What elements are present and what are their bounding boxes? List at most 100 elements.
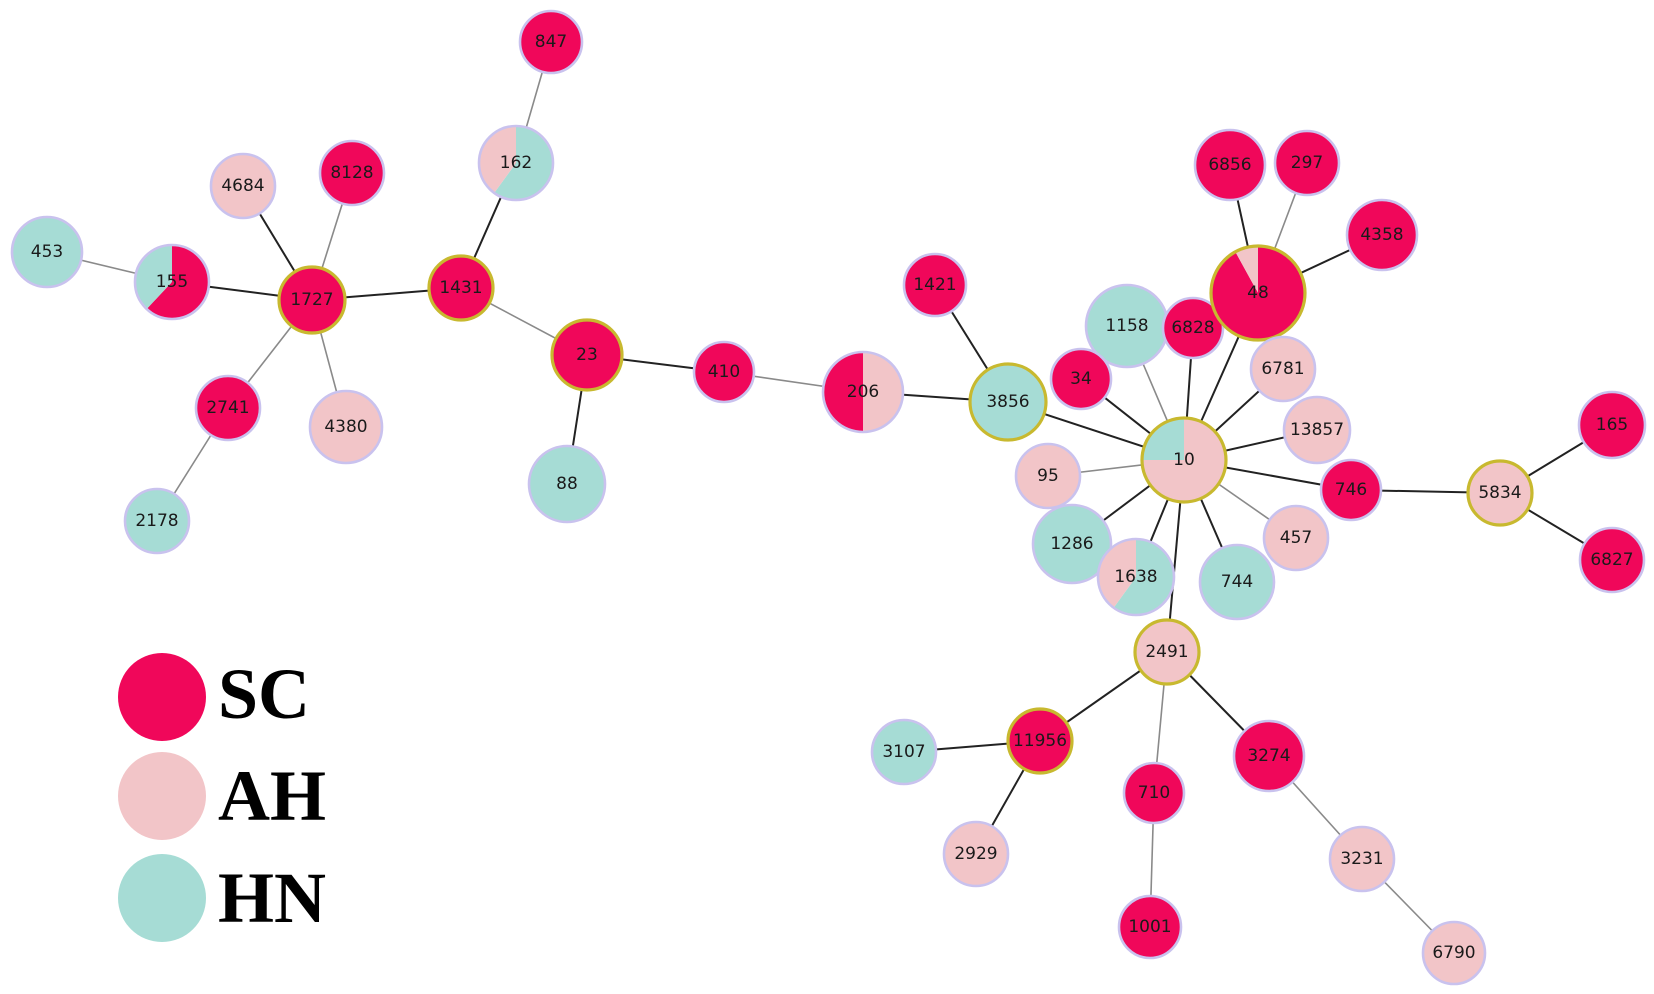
node-710[interactable]: 710	[1122, 761, 1186, 825]
node-847[interactable]: 847	[518, 9, 584, 75]
node-fill-sc	[279, 267, 345, 333]
node-4684[interactable]: 4684	[209, 152, 277, 220]
node-206[interactable]: 206	[821, 350, 905, 434]
founder-ring	[427, 254, 495, 322]
node-label: 3274	[1247, 746, 1290, 766]
node-label: 3231	[1340, 849, 1383, 869]
node-34[interactable]: 34	[1049, 347, 1113, 411]
node-fill-sc	[320, 141, 384, 205]
node-297[interactable]: 297	[1273, 129, 1341, 197]
node-ring	[1282, 395, 1352, 465]
node-95[interactable]: 95	[1014, 442, 1082, 510]
node-23[interactable]: 23	[550, 318, 624, 392]
node-ring	[477, 124, 555, 202]
node-3856[interactable]: 3856	[968, 362, 1048, 442]
node-2491[interactable]: 2491	[1133, 618, 1201, 686]
node-410[interactable]: 410	[692, 340, 756, 404]
node-fill-sc	[1195, 130, 1265, 200]
node-6827[interactable]: 6827	[1578, 526, 1646, 594]
node-ring	[1161, 296, 1225, 360]
node-ring	[1577, 390, 1647, 460]
node-10[interactable]: 10	[1140, 416, 1228, 504]
node-4380[interactable]: 4380	[308, 389, 384, 465]
node-13857[interactable]: 13857	[1282, 395, 1352, 465]
node-3231[interactable]: 3231	[1328, 825, 1396, 893]
node-fill-sc	[552, 320, 622, 390]
node-label: 6827	[1590, 550, 1633, 570]
node-fill-ah	[310, 391, 382, 463]
node-fill-ah	[1330, 827, 1394, 891]
node-ring	[123, 487, 191, 555]
node-label: 6790	[1432, 943, 1475, 963]
founder-ring	[1006, 707, 1074, 775]
node-label: 88	[556, 474, 578, 494]
pie-slice-ah	[1098, 539, 1136, 608]
legend-item-ah: AH	[118, 752, 326, 840]
legend-swatch-hn	[118, 854, 206, 942]
node-1421[interactable]: 1421	[902, 252, 968, 318]
node-label: 6781	[1261, 359, 1304, 379]
node-162[interactable]: 162	[477, 124, 555, 202]
node-1727[interactable]: 1727	[277, 265, 347, 335]
node-2929[interactable]: 2929	[942, 820, 1010, 888]
node-744[interactable]: 744	[1198, 543, 1276, 621]
node-4358[interactable]: 4358	[1345, 198, 1419, 272]
node-1638[interactable]: 1638	[1096, 537, 1176, 617]
node-6790[interactable]: 6790	[1421, 920, 1487, 986]
legend-item-hn: HN	[118, 854, 326, 942]
node-label: 710	[1138, 783, 1170, 803]
node-label: 410	[708, 362, 740, 382]
node-fill-sc	[1580, 528, 1644, 592]
node-2178[interactable]: 2178	[123, 487, 191, 555]
node-fill-hn	[1033, 505, 1111, 583]
node-2741[interactable]: 2741	[194, 374, 262, 442]
node-fill-ah	[1016, 444, 1080, 508]
node-ring	[1421, 920, 1487, 986]
node-label: 6828	[1171, 318, 1214, 338]
node-label: 8128	[330, 163, 373, 183]
pie-slice-hn	[494, 126, 553, 200]
node-fill-hn	[12, 217, 82, 287]
node-fill-hn	[125, 489, 189, 553]
node-1431[interactable]: 1431	[427, 254, 495, 322]
node-1158[interactable]: 1158	[1084, 283, 1170, 369]
node-fill-ah	[1251, 337, 1315, 401]
node-ring	[1198, 543, 1276, 621]
node-88[interactable]: 88	[527, 444, 607, 524]
node-ring	[1328, 825, 1396, 893]
node-ring	[1273, 129, 1341, 197]
node-label: 1158	[1105, 316, 1148, 336]
node-6856[interactable]: 6856	[1193, 128, 1267, 202]
node-label: 1421	[913, 275, 956, 295]
node-label: 162	[500, 153, 532, 173]
node-6781[interactable]: 6781	[1249, 335, 1317, 403]
node-fill-ah	[944, 822, 1008, 886]
node-48[interactable]: 48	[1209, 244, 1307, 342]
pie-slice-ah	[479, 125, 516, 193]
node-label: 2741	[206, 398, 249, 418]
node-1001[interactable]: 1001	[1117, 894, 1183, 960]
node-3107[interactable]: 3107	[870, 718, 938, 786]
node-453[interactable]: 453	[10, 215, 84, 289]
node-457[interactable]: 457	[1262, 504, 1330, 572]
node-label: 1638	[1114, 567, 1157, 587]
node-3274[interactable]: 3274	[1232, 719, 1306, 793]
founder-ring	[1209, 244, 1307, 342]
node-label: 3856	[986, 392, 1029, 412]
node-165[interactable]: 165	[1577, 390, 1647, 460]
nodes-layer: 847 162 8128 4684 453 155 1727 1431 2741 4380 2178…	[10, 9, 1647, 986]
node-746[interactable]: 746	[1319, 458, 1383, 522]
node-ring	[133, 243, 211, 321]
node-155[interactable]: 155	[133, 243, 211, 321]
node-8128[interactable]: 8128	[318, 139, 386, 207]
node-1286[interactable]: 1286	[1031, 503, 1113, 585]
node-11956[interactable]: 11956	[1006, 707, 1074, 775]
node-5834[interactable]: 5834	[1466, 459, 1534, 527]
pie-slice-hn	[1142, 418, 1184, 460]
node-6828[interactable]: 6828	[1161, 296, 1225, 360]
node-label: 297	[1291, 153, 1323, 173]
founder-ring	[1133, 618, 1201, 686]
node-fill-sc	[520, 11, 582, 73]
pie-slice-ah	[863, 352, 903, 432]
